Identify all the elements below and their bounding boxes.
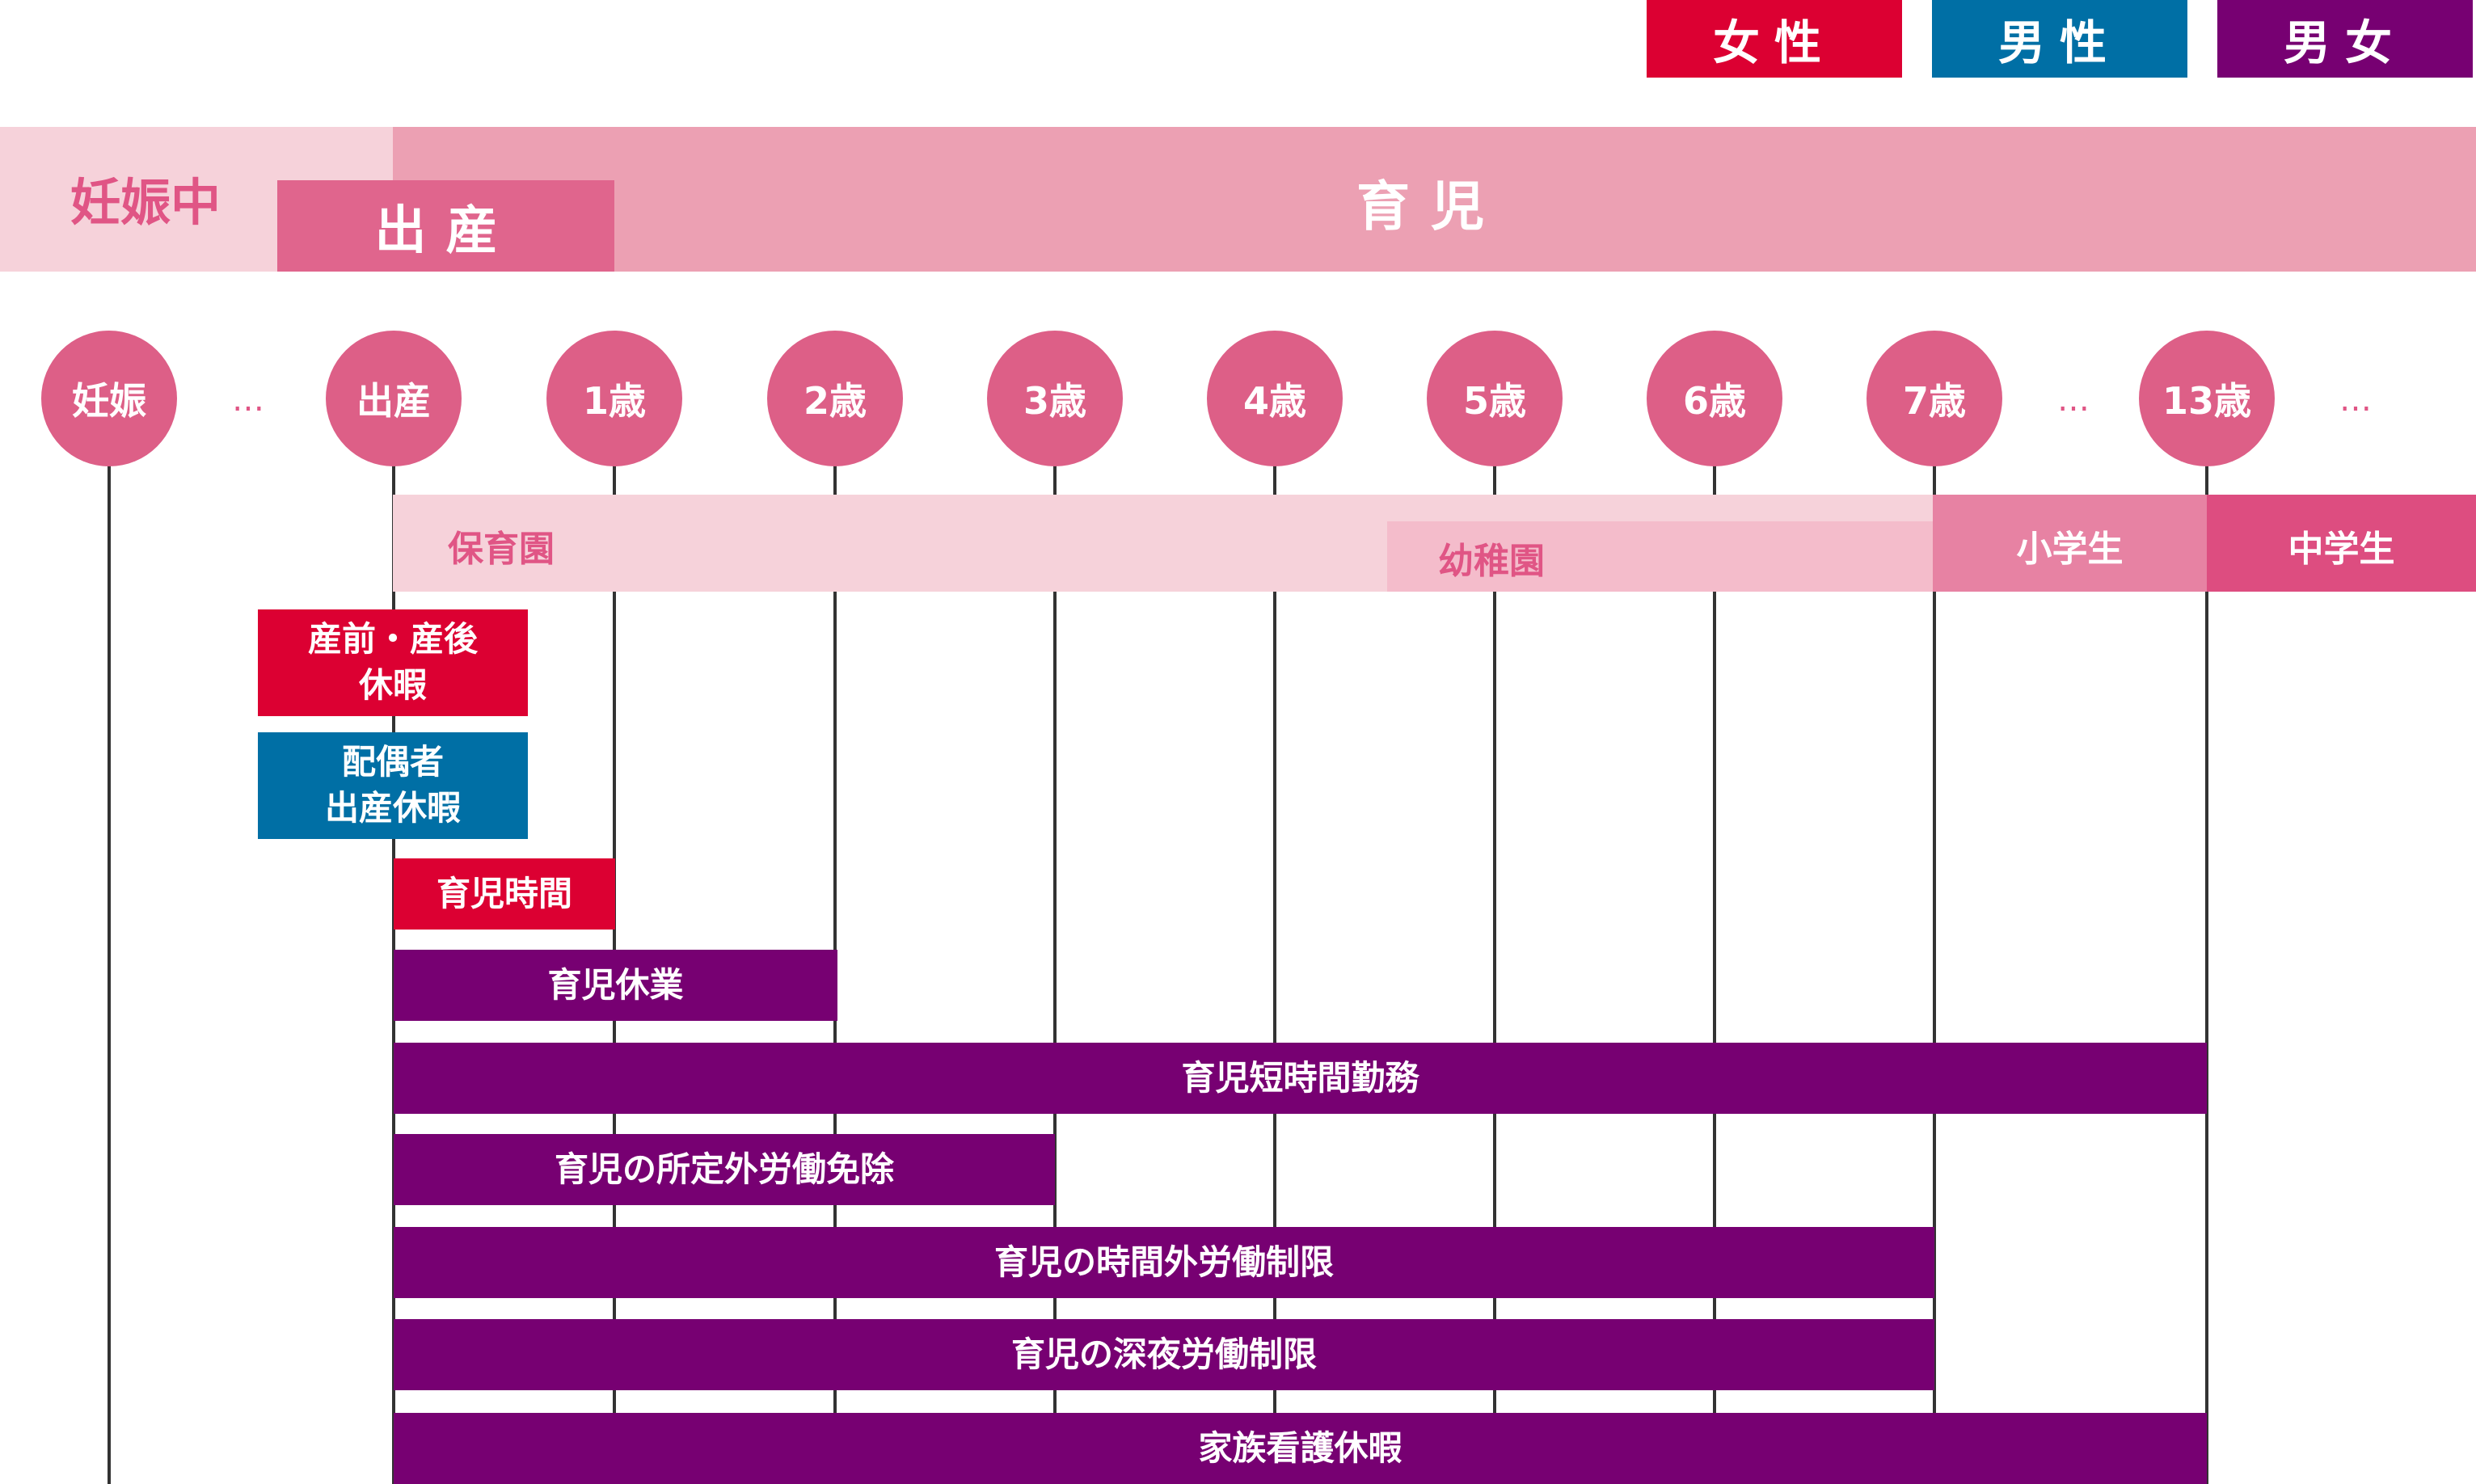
milestone-age-1-label: 1歳 bbox=[582, 379, 646, 423]
milestone-age-4: 4歳 bbox=[1207, 331, 1343, 466]
timeline-line-2 bbox=[833, 396, 837, 1484]
timeline-line-birth bbox=[392, 396, 395, 1484]
short-hours-bar: 育児短時間勤務 bbox=[394, 1043, 2207, 1114]
milestone-age-4-label: 4歳 bbox=[1242, 379, 1306, 423]
milestone-age-3: 3歳 bbox=[987, 331, 1123, 466]
family-care-leave-bar: 家族看護休暇 bbox=[394, 1413, 2207, 1484]
kindergarten-label: 幼稚園 bbox=[1438, 541, 1545, 582]
overtime-limit-bar: 育児の時間外労働制限 bbox=[394, 1227, 1934, 1298]
milestone-birth: 出産 bbox=[326, 331, 462, 466]
childcare-leave-label: 育児休業 bbox=[547, 964, 684, 1005]
birth-phase-bar: 出産 bbox=[277, 180, 614, 272]
prenatal-leave-line1: 産前・産後 bbox=[307, 619, 478, 660]
junior-high-label: 中学生 bbox=[2288, 529, 2395, 570]
childcare-hours-bar: 育児時間 bbox=[394, 858, 615, 930]
prenatal-postnatal-leave-bar: 産前・産後 休暇 bbox=[258, 609, 528, 716]
birth-phase-label: 出産 bbox=[374, 200, 517, 261]
milestone-age-5-label: 5歳 bbox=[1462, 379, 1526, 423]
spouse-leave-line1: 配偶者 bbox=[341, 742, 444, 782]
timeline-line-13 bbox=[2205, 396, 2208, 1484]
ellipsis-1: … bbox=[232, 382, 269, 419]
timeline-line-7 bbox=[1933, 396, 1936, 1484]
milestone-age-3-label: 3歳 bbox=[1023, 379, 1086, 423]
night-work-limit-label: 育児の深夜労働制限 bbox=[1010, 1334, 1317, 1374]
spouse-birth-leave-bar: 配偶者 出産休暇 bbox=[258, 732, 528, 839]
milestone-age-7: 7歳 bbox=[1866, 331, 2002, 466]
milestone-birth-label: 出産 bbox=[356, 379, 431, 423]
milestone-age-2: 2歳 bbox=[767, 331, 903, 466]
timeline-line-1 bbox=[613, 396, 616, 1484]
overtime-exempt-bar: 育児の所定外労働免除 bbox=[394, 1134, 1055, 1205]
timeline-line-5 bbox=[1493, 396, 1496, 1484]
childcare-hours-label: 育児時間 bbox=[436, 873, 572, 913]
overtime-exempt-label: 育児の所定外労働免除 bbox=[554, 1149, 894, 1189]
prenatal-leave-line2: 休暇 bbox=[358, 665, 427, 705]
milestone-age-6-label: 6歳 bbox=[1682, 379, 1746, 423]
legend-both: 男女 bbox=[2217, 0, 2473, 78]
timeline-line-4 bbox=[1273, 396, 1276, 1484]
childcare-phase-bar bbox=[393, 127, 2476, 272]
timeline-line-pregnancy bbox=[108, 396, 111, 1484]
milestone-age-7-label: 7歳 bbox=[1902, 379, 1966, 423]
milestone-pregnancy: 妊娠 bbox=[41, 331, 177, 466]
ellipsis-3: … bbox=[2339, 382, 2377, 419]
milestone-age-13: 13歳 bbox=[2139, 331, 2275, 466]
milestone-age-1: 1歳 bbox=[546, 331, 682, 466]
legend-male-label: 男性 bbox=[1997, 15, 2121, 70]
ellipsis-2: … bbox=[2057, 382, 2094, 419]
legend-male: 男性 bbox=[1932, 0, 2187, 78]
legend-both-label: 男女 bbox=[2283, 15, 2406, 70]
overtime-limit-label: 育児の時間外労働制限 bbox=[993, 1242, 1334, 1282]
milestone-pregnancy-label: 妊娠 bbox=[72, 379, 146, 423]
pregnancy-phase-label: 妊娠中 bbox=[70, 173, 221, 232]
spouse-leave-line2: 出産休暇 bbox=[324, 788, 461, 828]
night-work-limit-bar: 育児の深夜労働制限 bbox=[394, 1319, 1934, 1390]
milestone-age-5: 5歳 bbox=[1427, 331, 1563, 466]
childcare-phase-label: 育児 bbox=[1356, 175, 1505, 238]
legend-female: 女性 bbox=[1647, 0, 1902, 78]
elementary-label: 小学生 bbox=[2016, 529, 2124, 570]
timeline-line-3 bbox=[1053, 396, 1057, 1484]
kindergarten-band bbox=[1387, 521, 1933, 592]
short-hours-label: 育児短時間勤務 bbox=[1181, 1057, 1419, 1098]
childcare-leave-bar: 育児休業 bbox=[394, 950, 837, 1021]
timeline-line-6 bbox=[1713, 396, 1716, 1484]
milestone-age-2-label: 2歳 bbox=[803, 379, 867, 423]
elementary-band bbox=[1933, 495, 2207, 592]
nursery-label: 保育園 bbox=[448, 529, 555, 570]
family-care-leave-label: 家族看護休暇 bbox=[1198, 1427, 1403, 1468]
junior-high-band bbox=[2207, 495, 2476, 592]
milestone-age-13-label: 13歳 bbox=[2162, 379, 2251, 423]
legend-female-label: 女性 bbox=[1712, 15, 1836, 70]
milestone-age-6: 6歳 bbox=[1647, 331, 1782, 466]
